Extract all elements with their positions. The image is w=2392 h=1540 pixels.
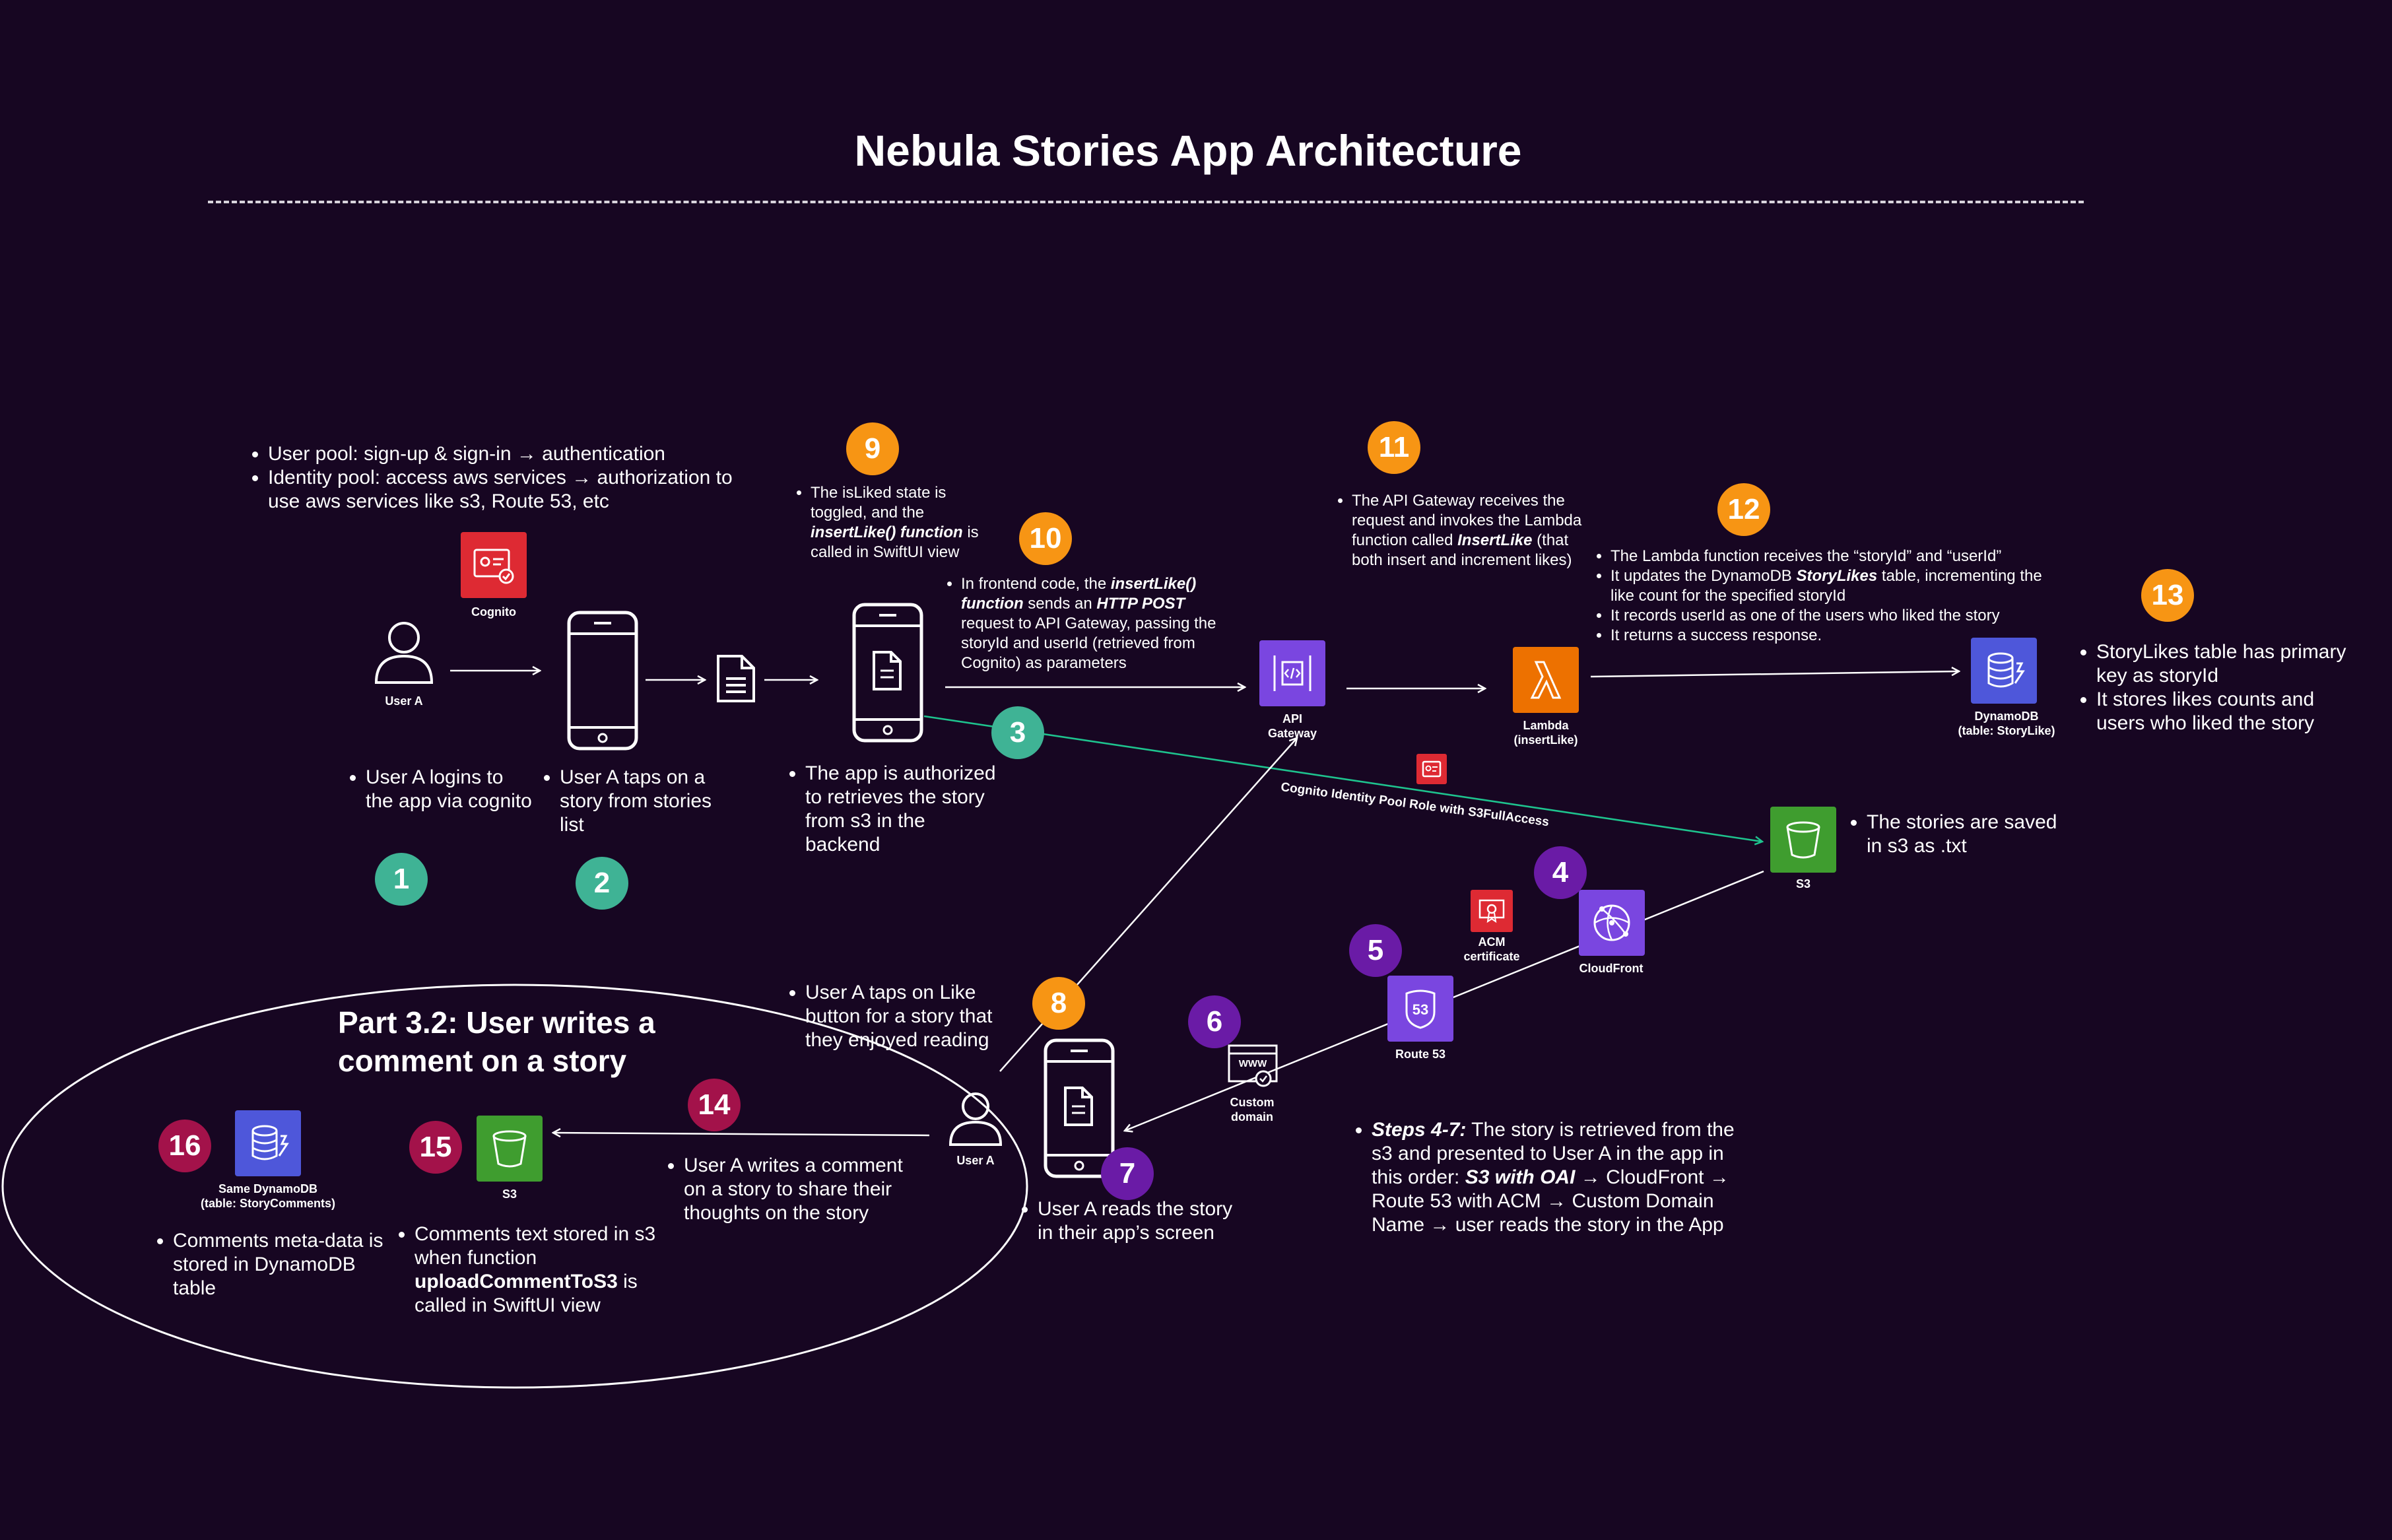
note-step-16: Comments meta-data is stored in DynamoDB…: [154, 1229, 399, 1300]
note-step-2: User A taps on a story from stories list: [541, 766, 739, 837]
user-a-bottom-node: User A: [941, 1089, 1010, 1168]
cognito-icon: [461, 532, 527, 598]
phone-story-view: [851, 602, 924, 747]
step-badge-10: 10: [1019, 512, 1072, 565]
phone-stories-list: [566, 610, 639, 754]
part32-ellipse: [1, 984, 1028, 1389]
s3-bucket-icon: [1770, 807, 1836, 873]
user-icon: [374, 622, 434, 684]
route53-icon: 53: [1387, 976, 1453, 1042]
title-divider: [208, 201, 2084, 203]
route53-caption: Route 53: [1395, 1048, 1446, 1061]
step-badge-15: 15: [409, 1121, 462, 1174]
story-document: [715, 653, 756, 707]
note-step-12: The Lambda function receives the “storyI…: [1592, 547, 2054, 646]
arrow-lambda-to-dynamodb: [1590, 671, 1959, 678]
cloudfront-caption: CloudFront: [1579, 962, 1644, 975]
step-badge-8: 8: [1032, 977, 1085, 1030]
note-step-14: User A writes a comment on a story to sh…: [665, 1154, 929, 1225]
note-step-3: The app is authorized to retrieves the s…: [787, 762, 1005, 857]
lambda-icon: [1513, 647, 1579, 713]
phone-reading-view: [1043, 1038, 1115, 1182]
note-steps-4-7: Steps 4-7: The story is retrieved from t…: [1353, 1118, 1749, 1237]
note-step-1: User A logins to the app via cognito: [347, 766, 532, 813]
step-badge-12: 12: [1717, 483, 1770, 536]
mobile-phone-document-icon: [852, 603, 923, 743]
step-badge-16: 16: [158, 1120, 211, 1172]
note-step-10: In frontend code, the insertLike() funct…: [943, 574, 1240, 673]
note-step-9: The isLiked state is toggled, and the in…: [792, 483, 990, 562]
svg-text:53: 53: [1412, 1001, 1428, 1018]
step-badge-9: 9: [846, 422, 899, 475]
same-dynamodb-caption: Same DynamoDB(table: StoryComments): [200, 1182, 336, 1210]
mobile-phone-icon: [567, 611, 638, 751]
step-badge-13: 13: [2141, 569, 2194, 622]
note-step-13: StoryLikes table has primary key as stor…: [2078, 640, 2355, 735]
user-a-bottom-caption: User A: [956, 1154, 995, 1167]
step-badge-14: 14: [688, 1079, 741, 1131]
svg-text:WWW: WWW: [1239, 1058, 1267, 1069]
arrow-user-to-s3-bottom: [553, 1133, 930, 1135]
step-badge-5: 5: [1349, 924, 1402, 977]
api-gateway-caption: API Gateway: [1267, 712, 1317, 740]
cognito-note-identity-pool: Identity pool: access aws services → aut…: [268, 466, 764, 514]
www-browser-icon: WWW: [1228, 1044, 1278, 1087]
api-gateway-icon: [1259, 640, 1325, 706]
step-badge-2: 2: [576, 857, 628, 910]
lambda-caption: Lambda(insertLike): [1513, 719, 1578, 747]
step-badge-3: 3: [991, 706, 1044, 759]
dynamodb-node: DynamoDB(table: StoryLike): [1954, 638, 2059, 738]
cloudfront-node: CloudFront: [1579, 890, 1651, 976]
same-dynamodb-node: Same DynamoDB(table: StoryComments): [195, 1110, 341, 1211]
part32-title: Part 3.2: User writes a comment on a sto…: [338, 1005, 655, 1078]
cloudfront-icon: [1579, 890, 1645, 956]
note-step-8: User A taps on Like button for a story t…: [787, 981, 1011, 1052]
dynamodb-icon: [235, 1110, 301, 1176]
step-badge-11: 11: [1368, 421, 1420, 474]
cognito-note-user-pool: User pool: sign-up & sign-in → authentic…: [268, 442, 764, 466]
route53-node: 53 Route 53: [1387, 976, 1460, 1061]
note-step-7: User A reads the story in their app’s sc…: [1019, 1197, 1244, 1245]
cognito-notes: User pool: sign-up & sign-in → authentic…: [249, 442, 764, 514]
s3-node: S3: [1770, 807, 1836, 891]
step-badge-1: 1: [375, 853, 428, 906]
user-icon: [948, 1092, 1003, 1146]
cognito-node: Cognito: [461, 532, 533, 619]
user-a-caption: User A: [385, 694, 423, 708]
s3-caption: S3: [1795, 877, 1811, 890]
note-s3: The stories are saved in s3 as .txt: [1848, 811, 2066, 858]
step-badge-4: 4: [1534, 846, 1587, 899]
note-step-15: Comments text stored in s3 when function…: [396, 1222, 660, 1318]
api-gateway-node: API Gateway: [1259, 640, 1352, 741]
arrow-phone-to-s3: [923, 715, 1762, 842]
dynamodb-caption: DynamoDB(table: StoryLike): [1958, 710, 2055, 737]
s3-bucket-icon: [477, 1116, 543, 1182]
cognito-caption: Cognito: [471, 605, 516, 619]
s3-bottom-caption: S3: [502, 1188, 517, 1201]
note-step-11: The API Gateway receives the request and…: [1333, 491, 1584, 570]
lambda-node: Lambda(insertLike): [1513, 647, 1592, 747]
certificate-icon: [1471, 890, 1513, 932]
step-badge-7: 7: [1101, 1147, 1154, 1200]
page-title: Nebula Stories App Architecture: [854, 126, 1522, 175]
user-a-node: User A: [370, 618, 438, 708]
document-icon: [717, 655, 755, 702]
dynamodb-icon: [1971, 638, 2037, 704]
iam-role-icon: [1416, 754, 1447, 784]
s3-bottom-node: S3: [477, 1116, 543, 1201]
step-badge-6: 6: [1188, 995, 1241, 1048]
mobile-phone-document-icon: [1044, 1038, 1115, 1178]
